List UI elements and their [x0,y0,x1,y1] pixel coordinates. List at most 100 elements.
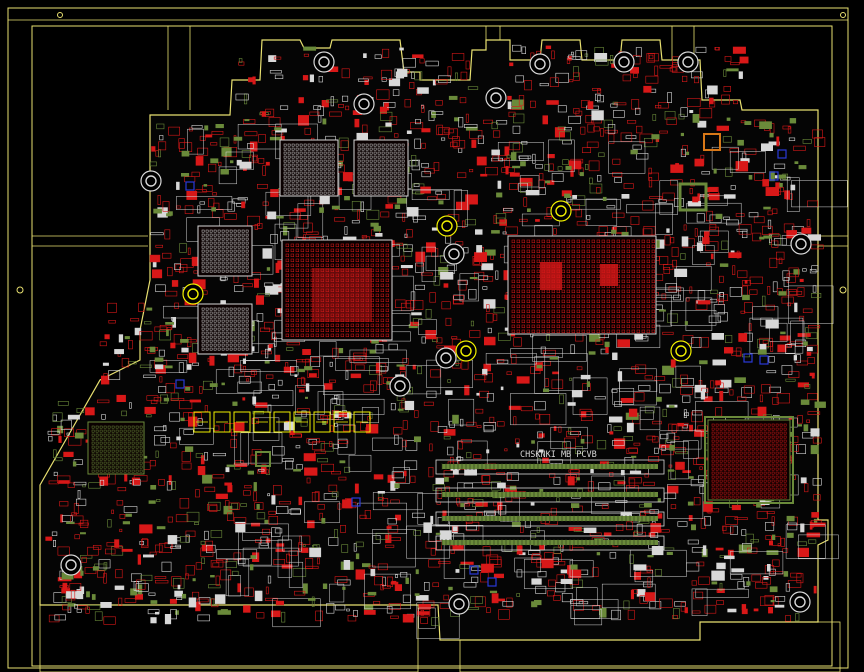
smd-pad [121,548,133,552]
smd-pad [224,482,232,486]
smd-pad [481,475,490,485]
ball [556,244,560,248]
smd-pad [538,433,545,438]
smd-pad [603,532,612,537]
smd-pad [159,543,172,554]
smd-pad [298,97,304,104]
copper-pad [565,165,572,170]
ball [370,258,374,262]
smd-pad [127,360,137,365]
copper-pad [715,213,723,219]
smd-pad [394,204,401,210]
smd-pad [227,354,239,363]
ball [325,248,329,252]
smd-pad [264,348,269,359]
smd-pad [159,135,164,141]
ball [606,294,610,298]
smd-pad [300,418,308,427]
smd-pad [267,575,272,584]
ball [365,248,369,252]
smd-pad [644,405,655,414]
smd-pad [262,528,271,535]
smd-pad [271,331,276,341]
ball [581,259,585,263]
smd-pad [340,140,349,151]
copper-pad [266,267,271,271]
smd-pad [288,550,298,556]
ball [521,244,525,248]
ball [511,314,515,318]
smd-pad [475,408,484,414]
ball [511,259,515,263]
smd-pad [179,400,193,410]
smd-pad [766,370,777,374]
smd-pad [610,54,614,64]
smd-pad [466,421,477,427]
smd-pad [234,364,243,374]
copper-pad [256,504,260,510]
ball [285,283,289,287]
smd-pad [350,373,362,379]
ball [586,269,590,273]
smd-pad [569,377,572,381]
smd-pad [429,292,436,303]
smd-pad [402,58,416,68]
ball [350,298,354,302]
smd-pad [481,563,494,573]
ball [636,294,640,298]
smd-pad [260,536,269,546]
ball [621,284,625,288]
copper-pad [631,455,637,458]
smd-pad [258,468,265,472]
smd-pad [743,385,755,394]
component-outline [791,180,848,208]
smd-pad [351,220,360,224]
ball [355,268,359,272]
smd-pad [759,394,763,403]
ball [576,274,580,278]
ball [636,309,640,313]
smd-pad [143,374,156,379]
smd-pad [709,101,716,108]
smd-pad [612,212,625,218]
component-outline [411,189,450,200]
component-outline [272,598,321,628]
ball [295,263,299,267]
ball [561,239,565,243]
smd-pad [256,612,265,619]
ball [330,273,334,277]
smd-pad [394,584,403,591]
ball [365,253,369,257]
ball [596,244,600,248]
ball [631,314,635,318]
smd-pad [414,71,423,81]
smd-pad [456,172,467,178]
smd-pad [432,79,436,86]
ball [576,254,580,258]
smd-pad [185,530,196,537]
copper-pad [604,341,610,348]
smd-pad [97,570,105,578]
smd-pad [351,201,361,212]
smd-pad [100,601,112,608]
smd-pad [691,71,703,79]
ball [521,299,525,303]
ball [641,294,645,298]
smd-pad [497,482,506,489]
smd-pad [201,557,205,565]
smd-pad [695,300,708,311]
smd-pad [212,192,217,196]
smd-pad [262,165,266,176]
smd-pad [260,327,270,333]
copper-pad [386,381,390,385]
smd-pad [518,95,525,106]
ball [300,313,304,317]
ball [290,248,294,252]
ball [646,269,650,273]
smd-pad [557,126,566,130]
smd-pad [481,263,494,271]
ball [531,269,535,273]
ball [601,294,605,298]
